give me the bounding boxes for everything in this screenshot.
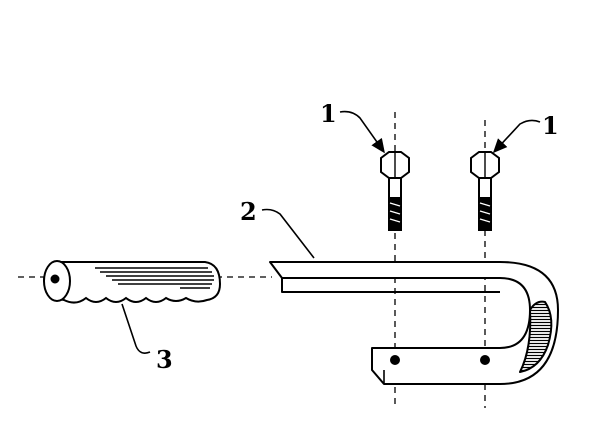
bracket-hole-right — [480, 355, 490, 365]
callout-bolt-left: 1 — [320, 99, 337, 128]
leader-bolt-right — [492, 119, 541, 154]
grip-shading — [95, 267, 214, 289]
grip-bore-hole — [50, 274, 60, 284]
callout-bracket: 2 — [240, 197, 257, 226]
leader-bolt-left — [339, 110, 385, 154]
bracket-hole-left — [390, 355, 400, 365]
handle-grip — [42, 260, 222, 304]
leader-bracket — [261, 208, 315, 259]
bracket-inner-shadow — [519, 300, 553, 373]
bracket-outline — [269, 261, 559, 385]
hex-bolt-right — [470, 151, 500, 231]
leader-lines — [121, 110, 541, 354]
leader-grip — [121, 303, 151, 354]
bolt-shank — [388, 177, 402, 199]
hex-bolt-left — [380, 151, 410, 231]
j-bracket — [269, 261, 559, 385]
callout-bolt-right: 1 — [542, 111, 559, 140]
bolt-shank — [478, 177, 492, 199]
bracket-top-edge — [281, 278, 500, 293]
callout-grip: 3 — [156, 345, 173, 374]
